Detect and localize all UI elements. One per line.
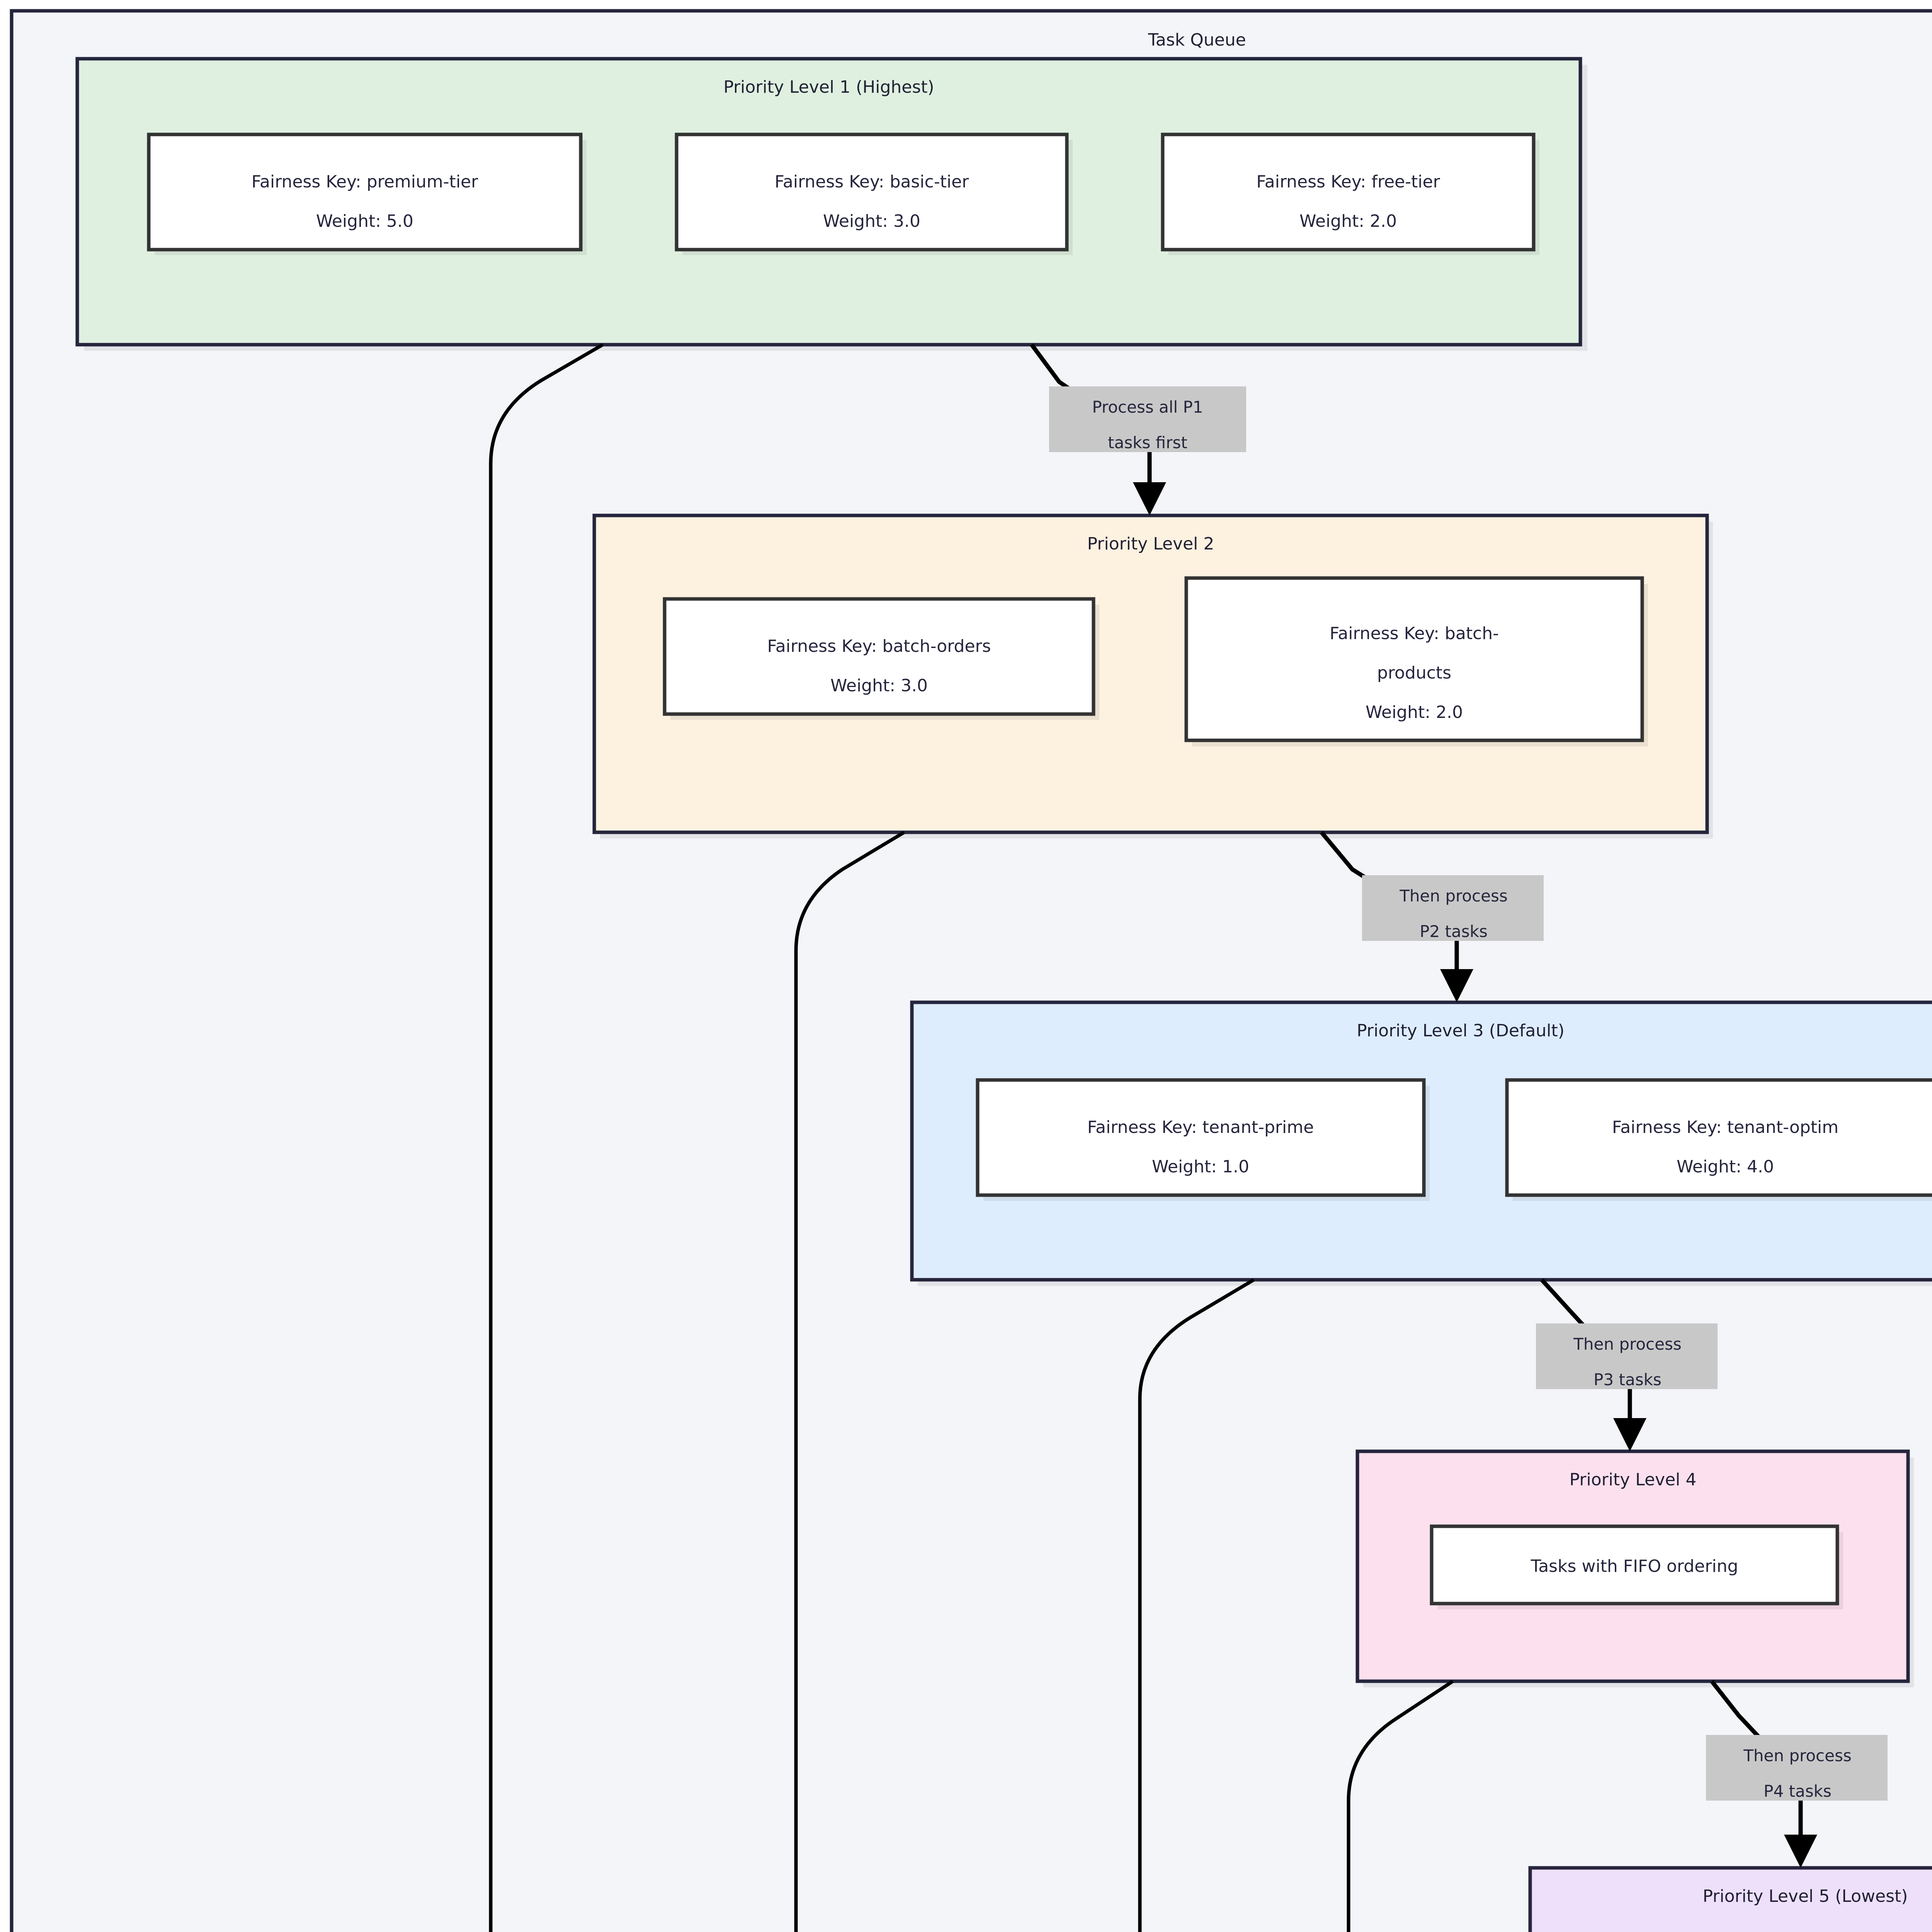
node-p3-tenant-optim[interactable]: Fairness Key: tenant-optim Weight: 4.0 <box>1505 1078 1932 1201</box>
node-p3-tenant-prime[interactable]: Fairness Key: tenant-prime Weight: 1.0 <box>976 1078 1430 1201</box>
p2n1-line2: Weight: 3.0 <box>830 676 928 696</box>
edge-label-2-bg <box>1362 875 1544 941</box>
p1n2-line2: Weight: 3.0 <box>823 211 920 231</box>
p1n2-line1: Fairness Key: basic-tier <box>775 172 969 192</box>
p3n2-line2: Weight: 4.0 <box>1677 1157 1774 1177</box>
edge-label-2-line2: P2 tasks <box>1420 922 1488 941</box>
arrow-head-p4-p5 <box>1784 1835 1817 1868</box>
p1n2-rect[interactable] <box>675 133 1069 252</box>
edge-label-1-line1: Process all P1 <box>1092 398 1203 417</box>
edge-label-2-line1: Then process <box>1399 886 1507 905</box>
edge-p4-to-workers <box>1347 1680 1454 1932</box>
edge-p3-to-workers <box>1138 1278 1255 1932</box>
p1n3-line1: Fairness Key: free-tier <box>1256 172 1440 192</box>
node-p2-batch-products[interactable]: Fairness Key: batch- products Weight: 2.… <box>1184 576 1648 747</box>
edge-label-process-all-p1: Process all P1 tasks first <box>1049 386 1246 452</box>
edge-label-1-bg <box>1049 386 1246 452</box>
edge-label-then-process-p3: Then process P3 tasks <box>1536 1323 1718 1389</box>
p1-title: Priority Level 1 (Highest) <box>723 77 934 97</box>
p3n2-rect[interactable] <box>1505 1078 1932 1197</box>
node-p2-batch-orders[interactable]: Fairness Key: batch-orders Weight: 3.0 <box>663 597 1099 720</box>
node-p1-basic-tier[interactable]: Fairness Key: basic-tier Weight: 3.0 <box>675 133 1073 255</box>
p1n1-line2: Weight: 5.0 <box>316 211 413 231</box>
edge-label-4-line1: Then process <box>1743 1746 1851 1765</box>
p2n1-line1: Fairness Key: batch-orders <box>767 636 991 656</box>
edge-p1-to-workers <box>489 343 604 1932</box>
edge-p2-to-workers <box>794 831 905 1932</box>
edge-label-3-bg <box>1536 1323 1718 1389</box>
p4n1-rect[interactable] <box>1430 1524 1839 1605</box>
edge-label-4-bg <box>1706 1735 1888 1801</box>
task-queue-title: Task Queue <box>1148 30 1246 50</box>
p5-rect <box>1528 1866 1932 1932</box>
p3n1-line1: Fairness Key: tenant-prime <box>1087 1117 1314 1137</box>
p1n1-rect[interactable] <box>147 133 583 252</box>
p5-title: Priority Level 5 (Lowest) <box>1703 1886 1908 1906</box>
edge-label-1-line2: tasks first <box>1108 433 1187 452</box>
node-p1-free-tier[interactable]: Fairness Key: free-tier Weight: 2.0 <box>1161 133 1539 255</box>
node-p4-fifo[interactable]: Tasks with FIFO ordering <box>1430 1524 1843 1609</box>
cluster-priority-level-3: Priority Level 3 (Default) Fairness Key:… <box>910 1000 1932 1286</box>
edge-label-3-line2: P3 tasks <box>1594 1370 1662 1389</box>
cluster-priority-level-4: Priority Level 4 Tasks with FIFO orderin… <box>1355 1449 1914 1687</box>
p3n1-line2: Weight: 1.0 <box>1152 1157 1249 1177</box>
edge-label-4-line2: P4 tasks <box>1764 1782 1832 1801</box>
cluster-priority-level-1: Priority Level 1 (Highest) Fairness Key:… <box>75 57 1587 351</box>
p3n1-rect[interactable] <box>976 1078 1426 1197</box>
p1n3-rect[interactable] <box>1161 133 1536 252</box>
p2n2-rect[interactable] <box>1184 576 1644 742</box>
p3n2-line1: Fairness Key: tenant-optim <box>1612 1117 1838 1137</box>
edge-label-3-line1: Then process <box>1573 1335 1681 1354</box>
p2n2-line3: Weight: 2.0 <box>1366 702 1463 722</box>
node-p1-premium-tier[interactable]: Fairness Key: premium-tier Weight: 5.0 <box>147 133 587 255</box>
arrow-head-p3-p4 <box>1613 1418 1646 1451</box>
p4-title: Priority Level 4 <box>1570 1470 1697 1490</box>
cluster-priority-level-2: Priority Level 2 Fairness Key: batch-ord… <box>592 514 1713 838</box>
p1n3-line2: Weight: 2.0 <box>1299 211 1397 231</box>
p2n2-line1: Fairness Key: batch- <box>1330 624 1499 643</box>
edge-label-then-process-p2: Then process P2 tasks <box>1362 875 1544 941</box>
arrow-head-p1-p2 <box>1133 482 1166 515</box>
edge-label-then-process-p4: Then process P4 tasks <box>1706 1735 1888 1801</box>
p2-title: Priority Level 2 <box>1087 534 1214 554</box>
p2n2-line2: products <box>1377 663 1451 683</box>
p4n1-line1: Tasks with FIFO ordering <box>1531 1556 1738 1576</box>
p1n1-line1: Fairness Key: premium-tier <box>252 172 478 192</box>
p2n1-rect[interactable] <box>663 597 1095 716</box>
p3-title: Priority Level 3 (Default) <box>1357 1021 1565 1041</box>
arrow-head-p2-p3 <box>1440 969 1473 1002</box>
cluster-priority-level-5: Priority Level 5 (Lowest) Tasks with FIF… <box>1528 1866 1932 1932</box>
